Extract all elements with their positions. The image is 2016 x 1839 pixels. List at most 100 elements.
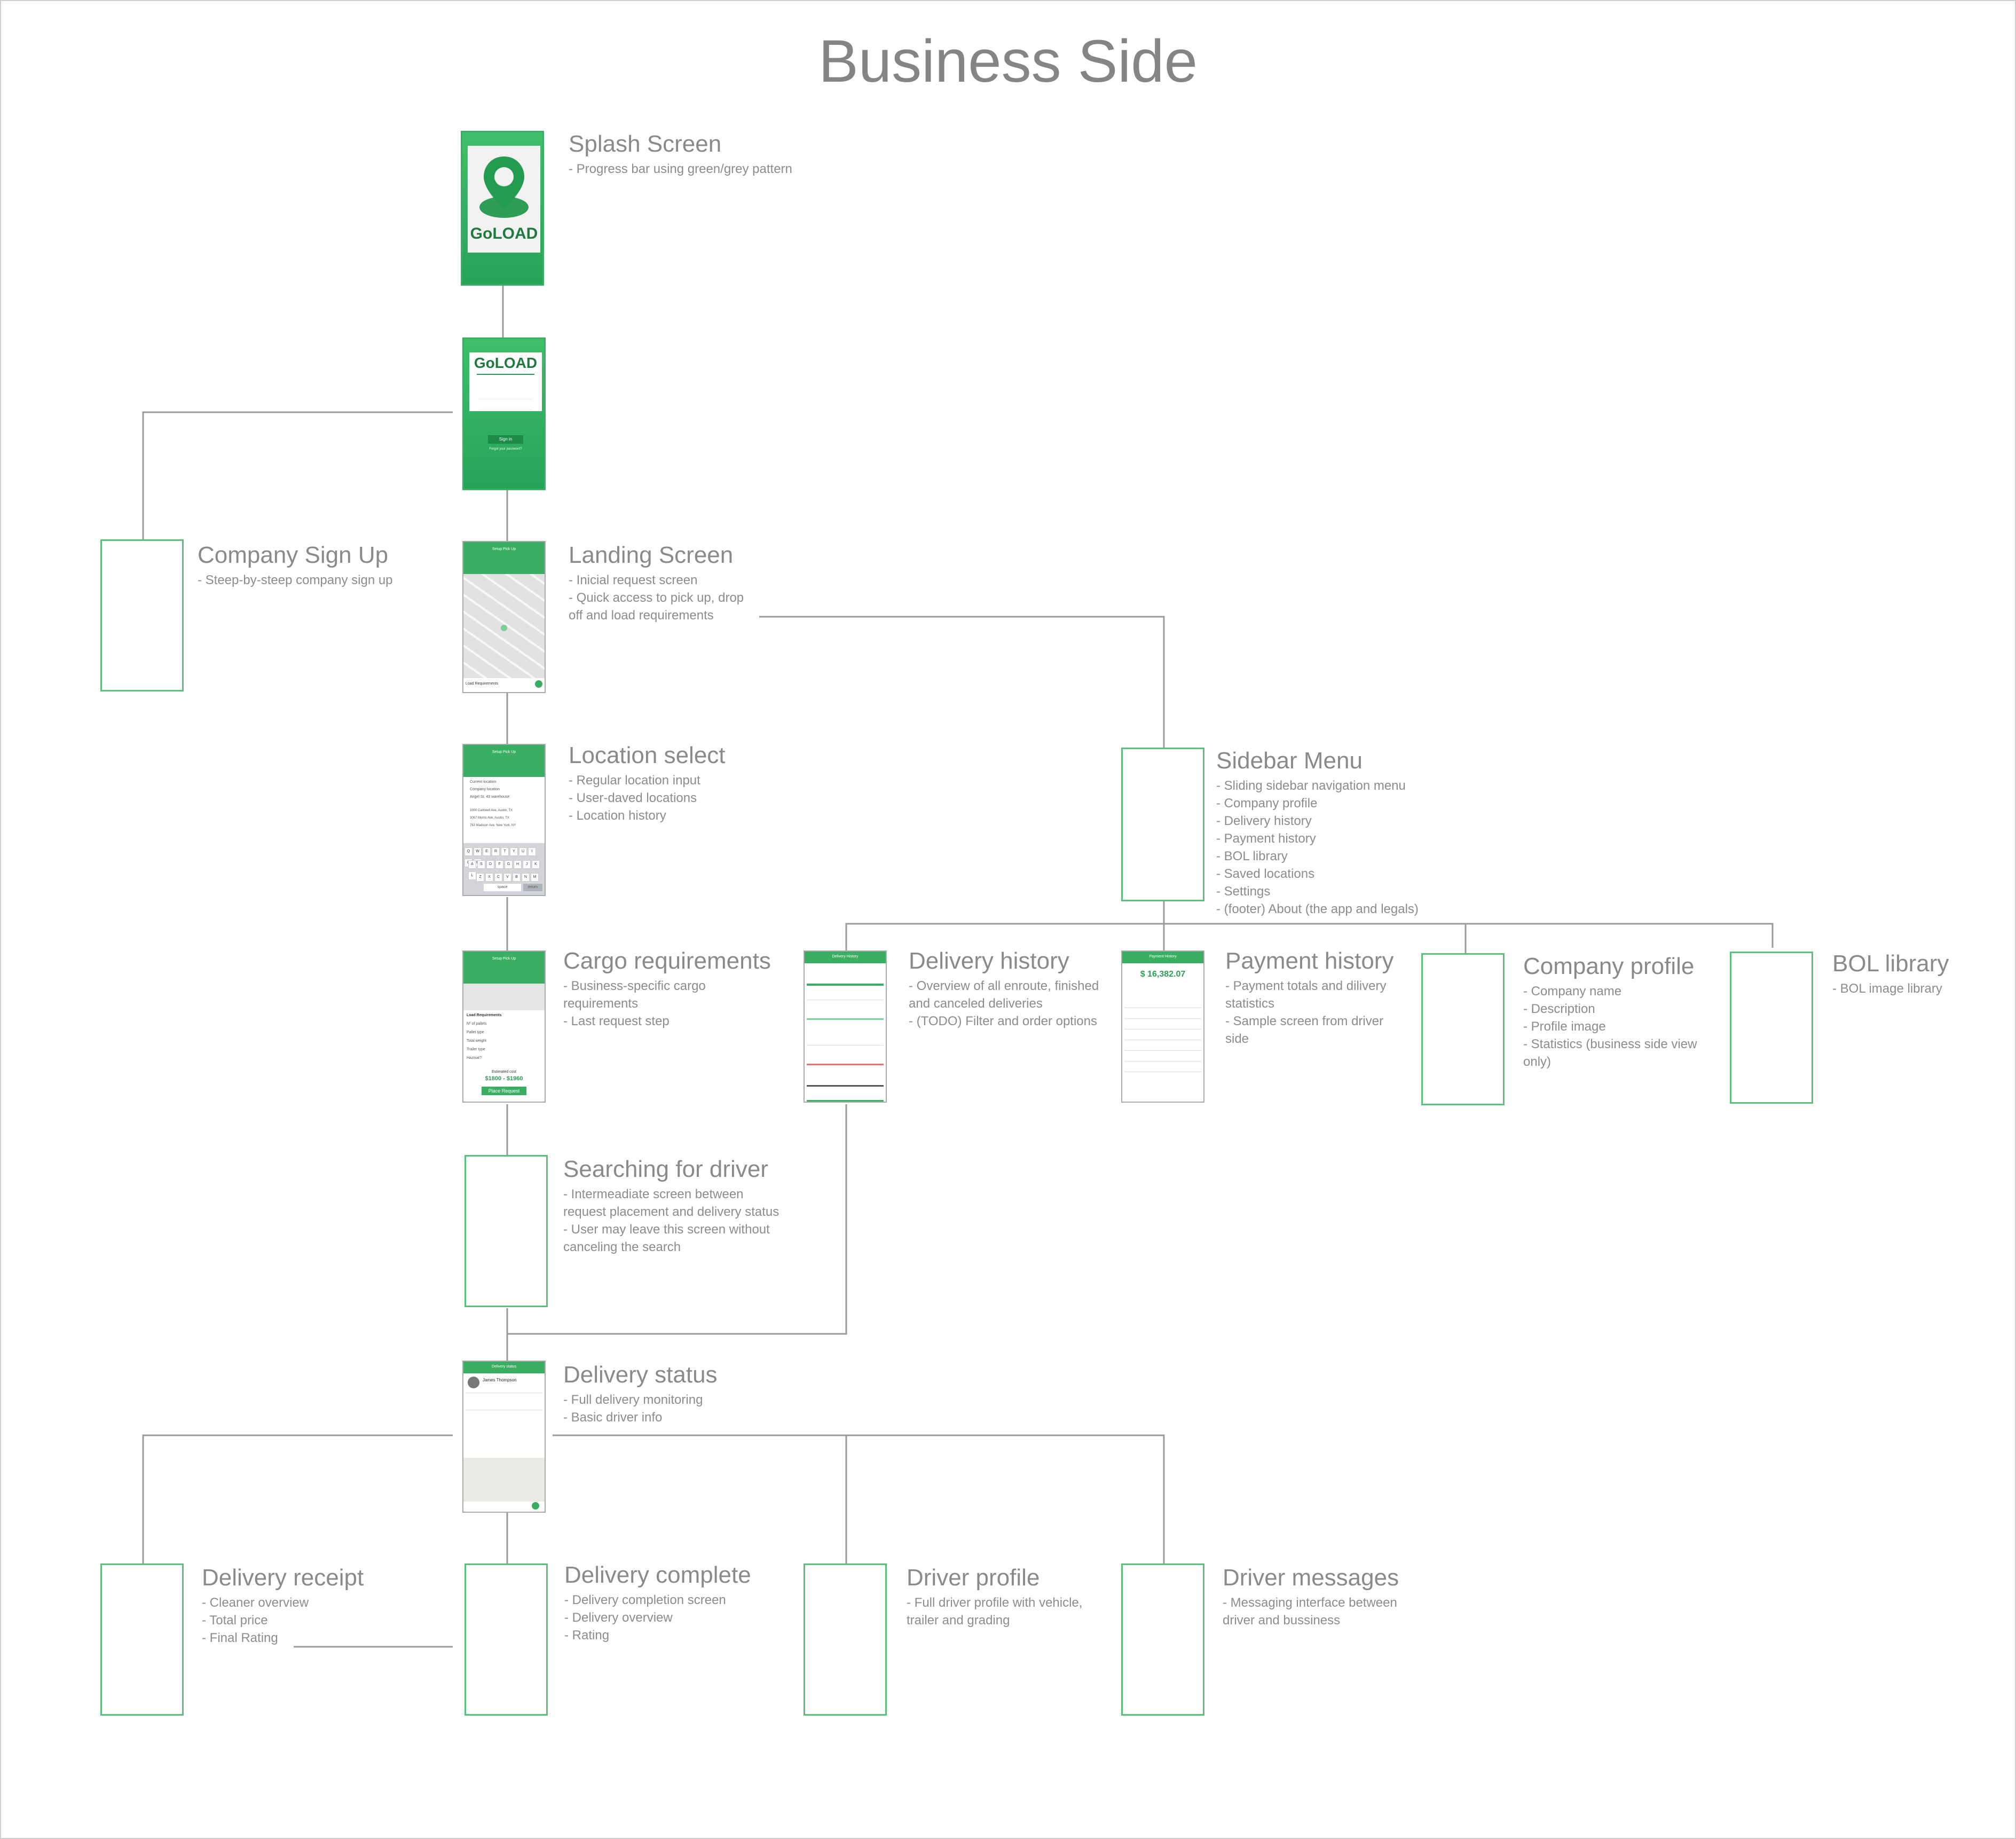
delivery-status-mockup: Delivery status James Thompson	[462, 1361, 546, 1513]
location-item-1[interactable]: Current location	[470, 780, 497, 784]
location-select-label: Location select - Regular location input…	[569, 742, 726, 824]
cargo-header: Setup Pick Up	[463, 952, 545, 984]
company-profile-desc-1: - Company name	[1523, 984, 1622, 999]
location-desc-1: - Regular location input	[569, 773, 700, 788]
landing-map[interactable]	[463, 574, 545, 678]
cargo-desc-2: - Last request step	[563, 1013, 670, 1028]
sidebar-title: Sidebar Menu	[1216, 748, 1363, 774]
delivery-history-label: Delivery history - Overview of all enrou…	[909, 948, 1099, 1030]
delivery-complete-label: Delivery complete - Delivery completion …	[564, 1562, 751, 1644]
driver-name: James Thompson	[483, 1378, 517, 1382]
sidebar-desc-8: - (footer) About (the app and legals)	[1216, 901, 1419, 916]
field-hazmat[interactable]: Hazmat?	[467, 1056, 482, 1060]
payment-history-mockup: Payment History $ 16,382.07	[1121, 950, 1204, 1103]
delivery-complete-title: Delivery complete	[564, 1562, 751, 1588]
field-pallet-type[interactable]: Pallet type	[467, 1031, 484, 1034]
key-x[interactable]: X	[485, 873, 493, 882]
field-trailer-type[interactable]: Trailer type	[467, 1048, 485, 1051]
landing-screen-mockup: Setup Pick Up Load Requirements	[462, 541, 546, 693]
sidebar-desc-7: - Settings	[1216, 884, 1271, 899]
location-item-2[interactable]: Company location	[470, 788, 500, 791]
space-key[interactable]: space	[484, 884, 521, 891]
sidebar-menu-placeholder	[1121, 748, 1204, 901]
company-profile-desc-2: - Description	[1523, 1001, 1595, 1016]
sidebar-desc-2: - Company profile	[1216, 796, 1318, 811]
key-c[interactable]: C	[494, 873, 502, 882]
arrow-icon[interactable]	[535, 680, 542, 688]
key-f[interactable]: F	[495, 860, 503, 869]
field-pallets[interactable]: Nº of pallets	[467, 1022, 487, 1026]
key-i[interactable]: I	[528, 847, 536, 856]
key-j[interactable]: J	[523, 860, 531, 869]
bol-library-label: BOL library - BOL image library	[1832, 950, 1949, 997]
key-z[interactable]: Z	[476, 873, 484, 882]
sidebar-desc-1: - Sliding sidebar navigation menu	[1216, 778, 1406, 793]
delivery-complete-desc-1: - Delivery completion screen	[564, 1592, 726, 1607]
driver-profile-placeholder	[804, 1563, 887, 1716]
sidebar-desc-4: - Payment history	[1216, 831, 1316, 846]
key-r[interactable]: R	[492, 847, 500, 856]
key-n[interactable]: N	[522, 873, 530, 882]
sign-in-button[interactable]: Sign in	[488, 435, 523, 444]
delivery-receipt-title: Delivery receipt	[202, 1565, 364, 1591]
estimated-price: $1800 - $1960	[485, 1075, 523, 1082]
payment-history-title: Payment history	[1225, 948, 1394, 974]
sidebar-desc-5: - BOL library	[1216, 848, 1288, 863]
bol-library-placeholder	[1730, 952, 1813, 1104]
forgot-password-link[interactable]: Forgot your password?	[489, 447, 522, 451]
password-field[interactable]: Password	[479, 406, 532, 410]
key-q[interactable]: Q	[464, 847, 472, 856]
sidebar-desc-3: - Delivery history	[1216, 813, 1312, 828]
location-header-title: Setup Pick Up	[492, 750, 516, 754]
searching-driver-placeholder	[464, 1155, 548, 1307]
landing-footer-label[interactable]: Load Requirements	[466, 682, 499, 686]
key-m[interactable]: M	[531, 873, 539, 882]
page-title: Business Side	[818, 28, 1198, 95]
company-signup-desc-1: - Steep-by-steep company sign up	[198, 572, 393, 587]
delivery-history-mockup: Delivery History	[804, 950, 887, 1103]
key-l[interactable]: L	[468, 871, 476, 880]
location-item-6[interactable]: 763 Madison Ave, New York, NY	[470, 824, 516, 827]
sidebar-desc-6: - Saved locations	[1216, 866, 1315, 881]
location-item-4[interactable]: 3300 Cantwell Ave, Austin, TX	[470, 809, 513, 812]
landing-desc-1: - Inicial request screen	[569, 572, 698, 587]
delivery-status-map[interactable]	[463, 1458, 545, 1502]
login-logo: GoLOAD	[474, 355, 538, 371]
key-y[interactable]: Y	[510, 847, 518, 856]
key-d[interactable]: D	[486, 860, 494, 869]
driver-profile-title: Driver profile	[907, 1565, 1040, 1591]
key-u[interactable]: U	[519, 847, 527, 856]
key-w[interactable]: W	[474, 847, 482, 856]
key-e[interactable]: E	[483, 847, 491, 856]
company-profile-label: Company profile - Company name - Descrip…	[1523, 953, 1697, 1071]
company-profile-desc-4: - Statistics (business side view only)	[1523, 1036, 1697, 1069]
key-t[interactable]: T	[501, 847, 509, 856]
splash-screen-label: Splash Screen - Progress bar using green…	[569, 131, 792, 178]
return-key[interactable]: return	[523, 884, 542, 891]
chat-icon[interactable]	[532, 1502, 539, 1510]
key-k[interactable]: K	[532, 860, 540, 869]
key-v[interactable]: V	[503, 873, 511, 882]
delivery-receipt-desc-1: - Cleaner overview	[202, 1595, 309, 1610]
key-a[interactable]: A	[468, 860, 476, 869]
place-request-button[interactable]: Place Request	[482, 1087, 526, 1095]
company-signup-label: Company Sign Up - Steep-by-steep company…	[198, 542, 393, 589]
cargo-section-title: Load Requirements	[467, 1013, 502, 1017]
key-h[interactable]: H	[514, 860, 522, 869]
location-item-3[interactable]: Angel St. 43 warehouse	[470, 795, 510, 799]
key-g[interactable]: G	[505, 860, 513, 869]
field-total-weight[interactable]: Total weight	[467, 1039, 486, 1043]
cargo-desc-1: - Business-specific cargo requirements	[563, 978, 706, 1011]
delivery-receipt-label: Delivery receipt - Cleaner overview - To…	[202, 1565, 364, 1647]
splash-logo-text: GoLOAD	[470, 225, 538, 242]
splash-desc-1: - Progress bar using green/grey pattern	[569, 161, 792, 176]
email-field[interactable]: E-mail	[479, 395, 532, 399]
key-s[interactable]: S	[477, 860, 485, 869]
key-b[interactable]: B	[513, 873, 521, 882]
location-item-5[interactable]: 3067 Morris Ave, Austin, TX	[470, 816, 509, 820]
delivery-complete-desc-2: - Delivery overview	[564, 1610, 673, 1625]
delivery-complete-placeholder	[464, 1563, 548, 1716]
location-pin-icon	[501, 625, 507, 631]
